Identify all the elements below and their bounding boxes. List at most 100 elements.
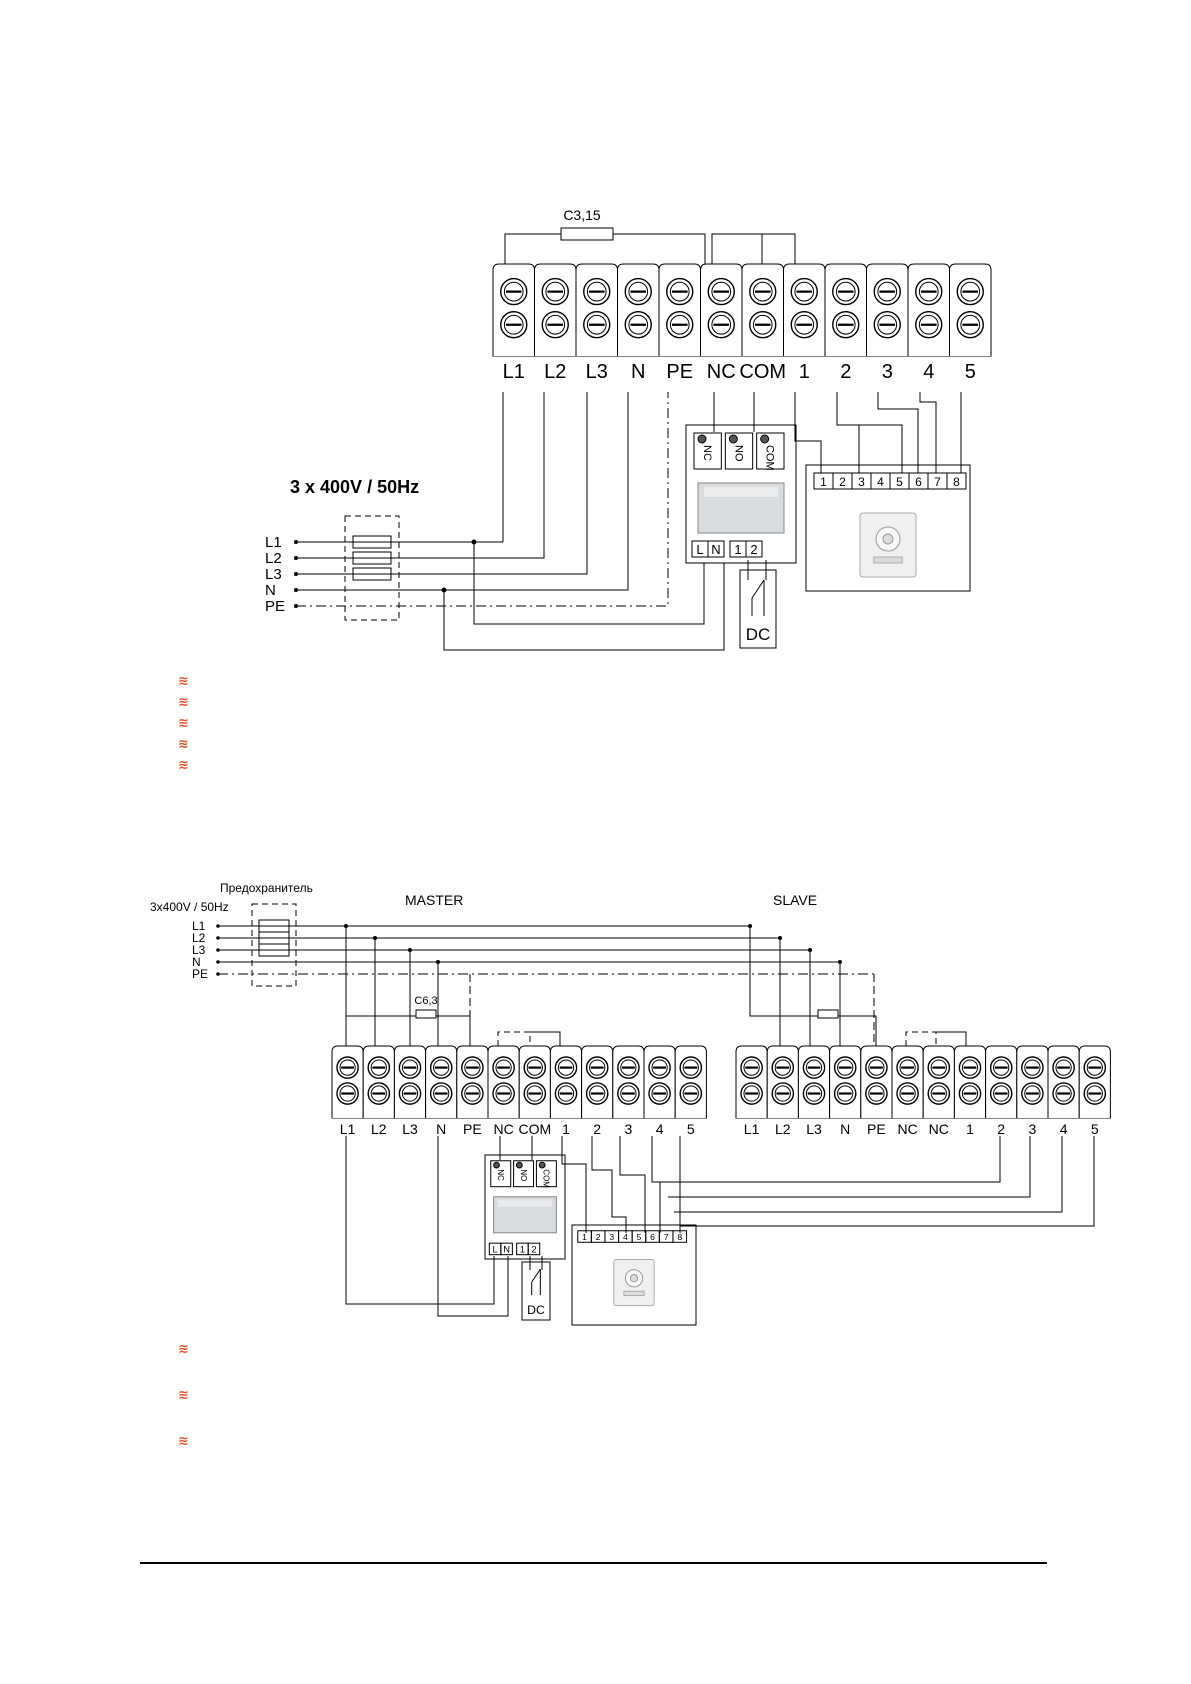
- terminal-label: L1: [503, 361, 525, 383]
- thermostat-terminal-label: 7: [934, 475, 941, 489]
- relay-module-detail: [497, 1199, 553, 1207]
- relay-contact-0: [490, 1160, 512, 1188]
- master-terminal-label: L2: [371, 1121, 387, 1137]
- wire-t4: [877, 392, 919, 473]
- relay-input-label: L: [696, 542, 703, 557]
- terminal-10: [1047, 1045, 1080, 1118]
- slave-terminal-label: NC: [929, 1121, 949, 1137]
- fuse-enclosure: [344, 515, 400, 621]
- slave-terminal-label: 5: [1091, 1121, 1099, 1137]
- slave-terminal-label: PE: [867, 1121, 886, 1137]
- relay-input-label: N: [711, 542, 720, 557]
- contact-screw-icon: [760, 434, 770, 444]
- fuse-c315-label: C3,15: [563, 207, 601, 223]
- terminal-4: [658, 263, 701, 356]
- terminal-6: [518, 1045, 551, 1118]
- bullet-icon: ≋: [178, 758, 189, 773]
- fuse-c315-icon: [560, 227, 614, 241]
- supply-line-label: L3: [265, 566, 282, 583]
- relay-image: [697, 482, 785, 534]
- master-terminal-label: L3: [402, 1121, 418, 1137]
- terminal-block-slave: [735, 1045, 1111, 1119]
- relay-contact-1: [724, 432, 754, 470]
- slave-terminal-label: L1: [744, 1121, 760, 1137]
- supply-line-label: L1: [192, 919, 206, 933]
- wire-t1: [561, 1136, 587, 1233]
- terminal-3: [425, 1045, 458, 1118]
- bullet-list-bottom: ≋≋≋: [178, 1340, 189, 1478]
- terminal-0: [331, 1045, 364, 1118]
- terminal-7: [549, 1045, 583, 1118]
- relay-contact-label: NC: [496, 1169, 505, 1181]
- wire-t4: [651, 1136, 661, 1233]
- bullet-icon: ≋: [178, 737, 189, 752]
- terminal-outline: [700, 263, 743, 356]
- wire-t2: [836, 392, 903, 473]
- master-terminal-label: PE: [463, 1121, 482, 1137]
- wire-bridge-master: [345, 926, 471, 1046]
- terminal-outline: [824, 263, 867, 356]
- terminal-2: [393, 1045, 427, 1118]
- relay-contact-label: NO: [519, 1169, 528, 1181]
- bullet-item: ≋: [178, 714, 189, 735]
- thermostat-terminal-label: 2: [596, 1232, 601, 1242]
- supply-voltage-label: 3 x 400V / 50Hz: [290, 477, 419, 497]
- terminal-11: [674, 1045, 707, 1118]
- thermostat-terminal-label: 4: [623, 1232, 628, 1242]
- terminal-label: L2: [544, 361, 566, 383]
- wire-bus-4: [674, 1136, 1063, 1213]
- slave-terminal-label: L3: [806, 1121, 822, 1137]
- thermostat-terminal-label: 4: [877, 475, 884, 489]
- terminal-4: [860, 1045, 893, 1118]
- relay-contact-label: COM: [764, 445, 776, 471]
- terminal-outline: [534, 263, 577, 356]
- wire-bus-3: [668, 1136, 1031, 1198]
- master-terminal-label: L1: [340, 1121, 356, 1137]
- contact-screw-icon: [697, 434, 707, 444]
- supply-line-label: PE: [265, 598, 285, 615]
- terminal-outline: [949, 263, 992, 356]
- bullet-item: ≋: [178, 735, 189, 756]
- wire-bridge-slave: [749, 926, 877, 1046]
- wire-l3: [296, 392, 588, 575]
- fuse-box: [344, 515, 400, 621]
- dc-switch-contact-icon: [531, 1268, 541, 1283]
- relay-input-3: [745, 540, 763, 558]
- terminal-1: [766, 1045, 799, 1118]
- terminal-label: 2: [840, 361, 851, 383]
- thermostat-terminal-label: 7: [664, 1232, 669, 1242]
- supply-line-label: L3: [192, 943, 206, 957]
- master-terminal-label: N: [436, 1121, 446, 1137]
- dc-label: DC: [527, 1303, 545, 1317]
- thermostat-terminal-label: 5: [896, 475, 903, 489]
- slave-terminal-label: 1: [966, 1121, 974, 1137]
- fuse-c63-icon: [415, 1009, 437, 1019]
- thermostat-terminal-label: 3: [858, 475, 865, 489]
- thermostat-terminal-label: 6: [915, 475, 922, 489]
- terminal-10: [907, 263, 950, 356]
- footer-rule: [140, 1562, 1047, 1564]
- terminal-4: [456, 1045, 489, 1118]
- thermostat-icon: [859, 512, 917, 578]
- supply-line-label: L1: [265, 534, 282, 551]
- terminal-11: [949, 263, 992, 356]
- terminal-6: [922, 1045, 955, 1118]
- jumper-wire: [761, 233, 796, 264]
- terminal-1: [534, 263, 577, 356]
- master-terminal-label: 4: [656, 1121, 664, 1137]
- bullet-item: ≋: [178, 1432, 189, 1478]
- relay-contact-2: [535, 1160, 557, 1188]
- terminal-6: [741, 263, 784, 356]
- wire-relay-l: [473, 542, 705, 625]
- jumper-wire: [905, 1031, 937, 1046]
- supply-line-label: N: [192, 955, 201, 969]
- supply-line-label: PE: [192, 967, 208, 981]
- wire-relay-l: [345, 1136, 495, 1305]
- relay-input-3: [527, 1242, 541, 1256]
- jumper-wire: [530, 1031, 561, 1046]
- contact-screw-icon: [515, 1161, 523, 1169]
- bullet-icon: ≋: [178, 1342, 189, 1357]
